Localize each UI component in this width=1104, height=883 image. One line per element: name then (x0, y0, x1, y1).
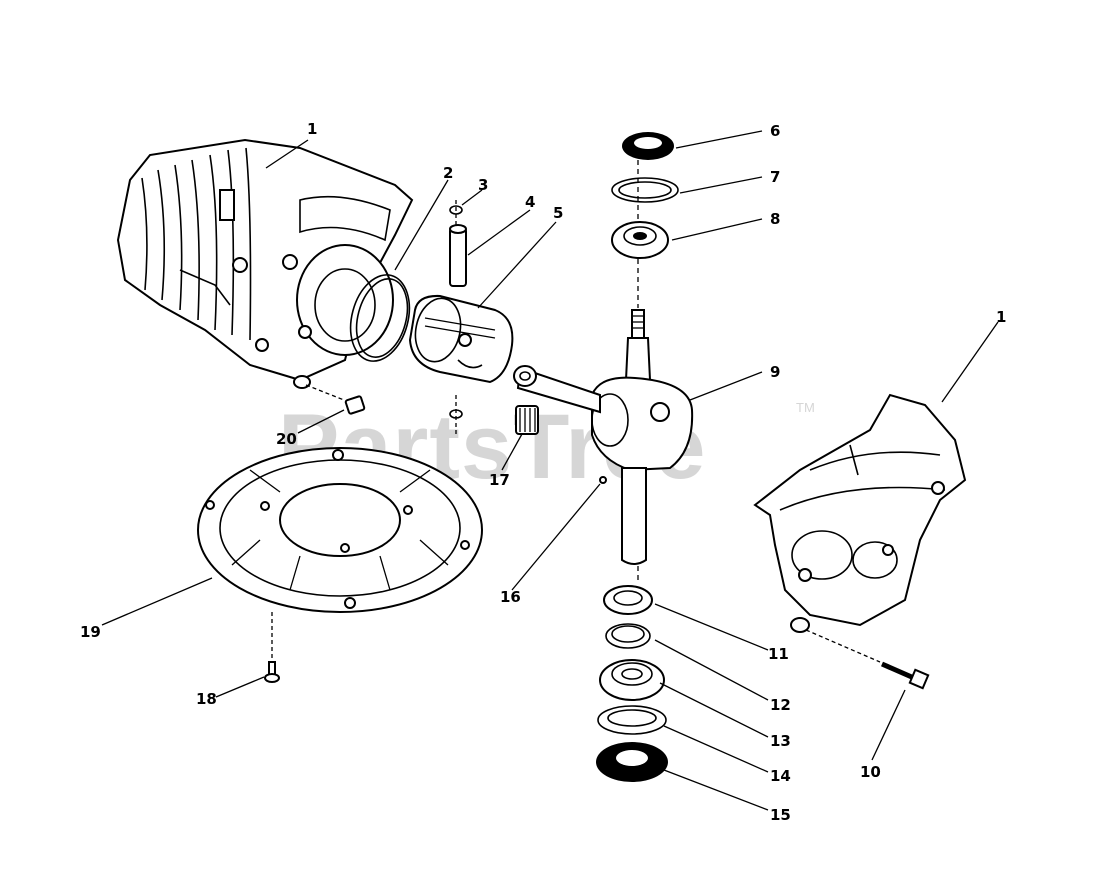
callout-16: 16 (500, 588, 521, 606)
callout-19: 19 (80, 623, 101, 641)
oil-seal-top (622, 132, 674, 160)
callout-9: 9 (770, 363, 780, 381)
cylinder-crankcase-left (116, 138, 414, 389)
dowel-sleeve (305, 384, 366, 415)
callout-8: 8 (770, 210, 780, 228)
ball-bearing-top (611, 221, 669, 259)
callout-2: 2 (443, 164, 453, 182)
callout-14: 14 (770, 767, 791, 785)
retaining-ring (605, 623, 651, 649)
screw-18 (264, 612, 280, 683)
callout-13: 13 (770, 732, 791, 750)
callout-18: 18 (196, 690, 217, 708)
bolt-10 (805, 629, 930, 690)
needle-bearing (515, 405, 539, 435)
washer-top (611, 177, 679, 203)
ball-bearing-lower (599, 659, 665, 701)
retaining-clips (449, 200, 463, 435)
oil-seal-lower (596, 742, 668, 782)
callout-7: 7 (770, 168, 780, 186)
bearing-sleeve (603, 585, 653, 615)
leader-lines (101, 130, 999, 811)
callout-15: 15 (770, 806, 791, 824)
callout-6: 6 (770, 122, 780, 140)
callout-17: 17 (489, 471, 510, 489)
callout-10: 10 (860, 763, 881, 781)
crankcase-right (753, 393, 967, 633)
watermark-trademark: TM (796, 400, 815, 415)
callout-12: 12 (770, 696, 791, 714)
piston (408, 294, 514, 384)
connecting-rod (513, 365, 601, 414)
piston-ring (349, 274, 411, 362)
washer-lower (597, 705, 667, 735)
wrist-pin (449, 224, 467, 287)
callout-1-right: 1 (996, 308, 1006, 326)
gasket-plate (197, 447, 483, 613)
callout-3: 3 (478, 176, 488, 194)
callout-11: 11 (768, 645, 789, 663)
crankshaft (591, 160, 694, 580)
callout-1-left: 1 (307, 120, 317, 138)
callout-4: 4 (525, 193, 535, 211)
callout-5: 5 (553, 204, 563, 222)
callout-20: 20 (276, 430, 297, 448)
callout-labels: 1 2 3 4 5 6 7 8 9 1 20 17 16 19 18 11 12… (80, 120, 1006, 824)
woodruff-key (599, 476, 607, 484)
